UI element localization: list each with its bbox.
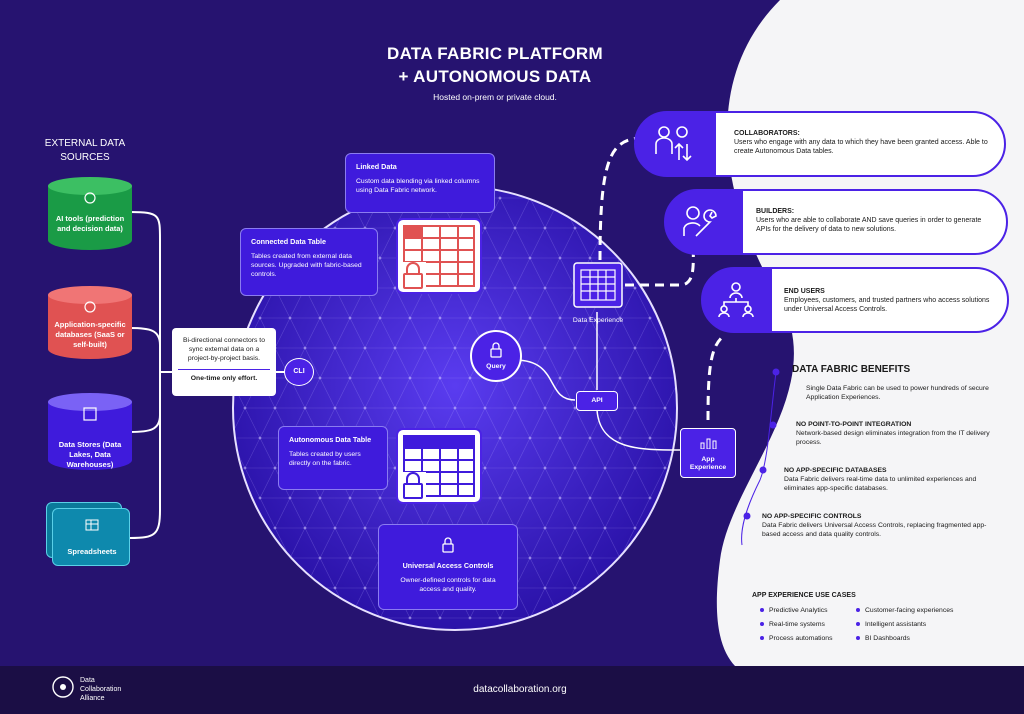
benefit-body: Network-based design eliminates integrat… xyxy=(796,430,990,446)
query-node: Query xyxy=(470,330,522,382)
callout-body: Custom data blending via linked columns … xyxy=(356,178,480,194)
data-experience-icon xyxy=(573,262,623,308)
use-case-item: Predictive Analytics xyxy=(760,606,860,615)
connected-table-icon xyxy=(396,218,482,294)
use-cases-col1: Predictive Analytics Real-time systems P… xyxy=(760,606,860,643)
user-type-end-users: END USERS Employees, customers, and trus… xyxy=(784,287,990,314)
benefits-intro: Single Data Fabric can be used to power … xyxy=(806,385,989,401)
use-cases-col2: Customer-facing experiences Intelligent … xyxy=(856,606,986,643)
lock-icon xyxy=(442,537,454,553)
spreadsheet-icon xyxy=(85,519,99,531)
wrench-icon xyxy=(683,206,717,237)
page-subtitle: Hosted on-prem or private cloud. xyxy=(433,92,557,102)
cli-node: CLI xyxy=(284,358,314,386)
benefit-item: NO POINT-TO-POINT INTEGRATION Network-ba… xyxy=(796,420,1006,447)
cylinder-ai-tools xyxy=(48,177,132,250)
spreadsheet-card: Spreadsheets xyxy=(52,508,130,566)
user-type-body: Employees, customers, and trusted partne… xyxy=(784,297,990,313)
external-sources-heading: EXTERNAL DATA SOURCES xyxy=(44,138,126,163)
callout-title: Linked Data xyxy=(356,162,397,171)
benefit-title: NO APP-SPECIFIC CONTROLS xyxy=(762,513,862,520)
callout-body: Tables created from external data source… xyxy=(251,253,362,278)
callout-body: Tables created by users directly on the … xyxy=(289,451,361,467)
use-case-item: Intelligent assistants xyxy=(856,620,986,629)
benefit-title: NO POINT-TO-POINT INTEGRATION xyxy=(796,421,912,428)
app-experience-label-2: Experience xyxy=(689,464,727,471)
app-experience-node: App Experience xyxy=(680,428,736,478)
alliance-logo-icon xyxy=(52,676,74,698)
benefits-title: DATA FABRIC BENEFITS xyxy=(792,364,911,375)
source-label-ai-tools: AI tools (prediction and decision data) xyxy=(55,214,125,233)
data-experience-label: Data Experience xyxy=(572,317,624,324)
user-type-title: BUILDERS: xyxy=(756,208,795,215)
source-label-spreadsheets: Spreadsheets xyxy=(67,547,117,556)
callout-title: Connected Data Table xyxy=(251,237,326,246)
footer-url-link[interactable]: datacollaboration.org xyxy=(473,684,567,695)
autonomous-table-icon xyxy=(396,428,482,504)
connectors-text: Bi-directional connectors to sync extern… xyxy=(183,337,265,362)
callout-title: Autonomous Data Table xyxy=(289,435,372,444)
app-experience-label-1: App xyxy=(701,456,715,463)
source-label-data-stores: Data Stores (Data Lakes, Data Warehouses… xyxy=(58,440,122,469)
query-label: Query xyxy=(486,363,506,370)
org-chart-icon xyxy=(718,282,754,318)
benefit-body: Data Fabric delivers Universal Access Co… xyxy=(762,522,987,538)
use-case-item: Real-time systems xyxy=(760,620,860,629)
use-cases-title: APP EXPERIENCE USE CASES xyxy=(752,592,856,599)
user-type-title: COLLABORATORS: xyxy=(734,130,800,137)
lock-icon xyxy=(490,342,502,358)
sources-bracket xyxy=(129,211,161,539)
benefit-title: NO APP-SPECIFIC DATABASES xyxy=(784,467,887,474)
use-case-item: Process automations xyxy=(760,634,860,643)
source-label-app-databases: Application-specific databases (SaaS or … xyxy=(54,320,126,349)
collaborators-icon xyxy=(655,126,692,162)
user-type-body: Users who engage with any data to which … xyxy=(734,139,988,155)
benefit-item: NO APP-SPECIFIC DATABASES Data Fabric de… xyxy=(784,466,1006,493)
bar-chart-icon xyxy=(700,438,717,449)
footer xyxy=(0,666,1024,714)
benefit-item: NO APP-SPECIFIC CONTROLS Data Fabric del… xyxy=(762,512,1002,539)
cylinder-data-stores xyxy=(48,393,132,470)
page-title: DATA FABRIC PLATFORM + AUTONOMOUS DATA xyxy=(387,44,603,86)
use-case-item: BI Dashboards xyxy=(856,634,986,643)
user-type-title: END USERS xyxy=(784,288,825,295)
footer-org-name: Data Collaboration Alliance xyxy=(80,677,122,702)
user-type-collaborators: COLLABORATORS: Users who engage with any… xyxy=(734,129,990,156)
cylinder-app-databases xyxy=(48,286,132,359)
callout-linked-data: Linked Data Custom data blending via lin… xyxy=(345,153,495,213)
use-case-item: Customer-facing experiences xyxy=(856,606,986,615)
user-type-body: Users who are able to collaborate AND sa… xyxy=(756,217,982,233)
callout-title: Universal Access Controls xyxy=(402,561,494,570)
api-node: API xyxy=(576,391,618,411)
callout-autonomous-data-table: Autonomous Data Table Tables created by … xyxy=(278,426,388,490)
callout-connected-data-table: Connected Data Table Tables created from… xyxy=(240,228,378,296)
callout-universal-access-controls: Universal Access Controls Owner-defined … xyxy=(378,524,518,610)
callout-body: Owner-defined controls for data access a… xyxy=(400,577,496,593)
benefit-body: Data Fabric delivers real-time data to u… xyxy=(784,476,977,492)
connectors-box: Bi-directional connectors to sync extern… xyxy=(172,328,276,396)
connectors-note: One-time only effort. xyxy=(190,375,258,382)
user-type-builders: BUILDERS: Users who are able to collabor… xyxy=(756,207,992,234)
